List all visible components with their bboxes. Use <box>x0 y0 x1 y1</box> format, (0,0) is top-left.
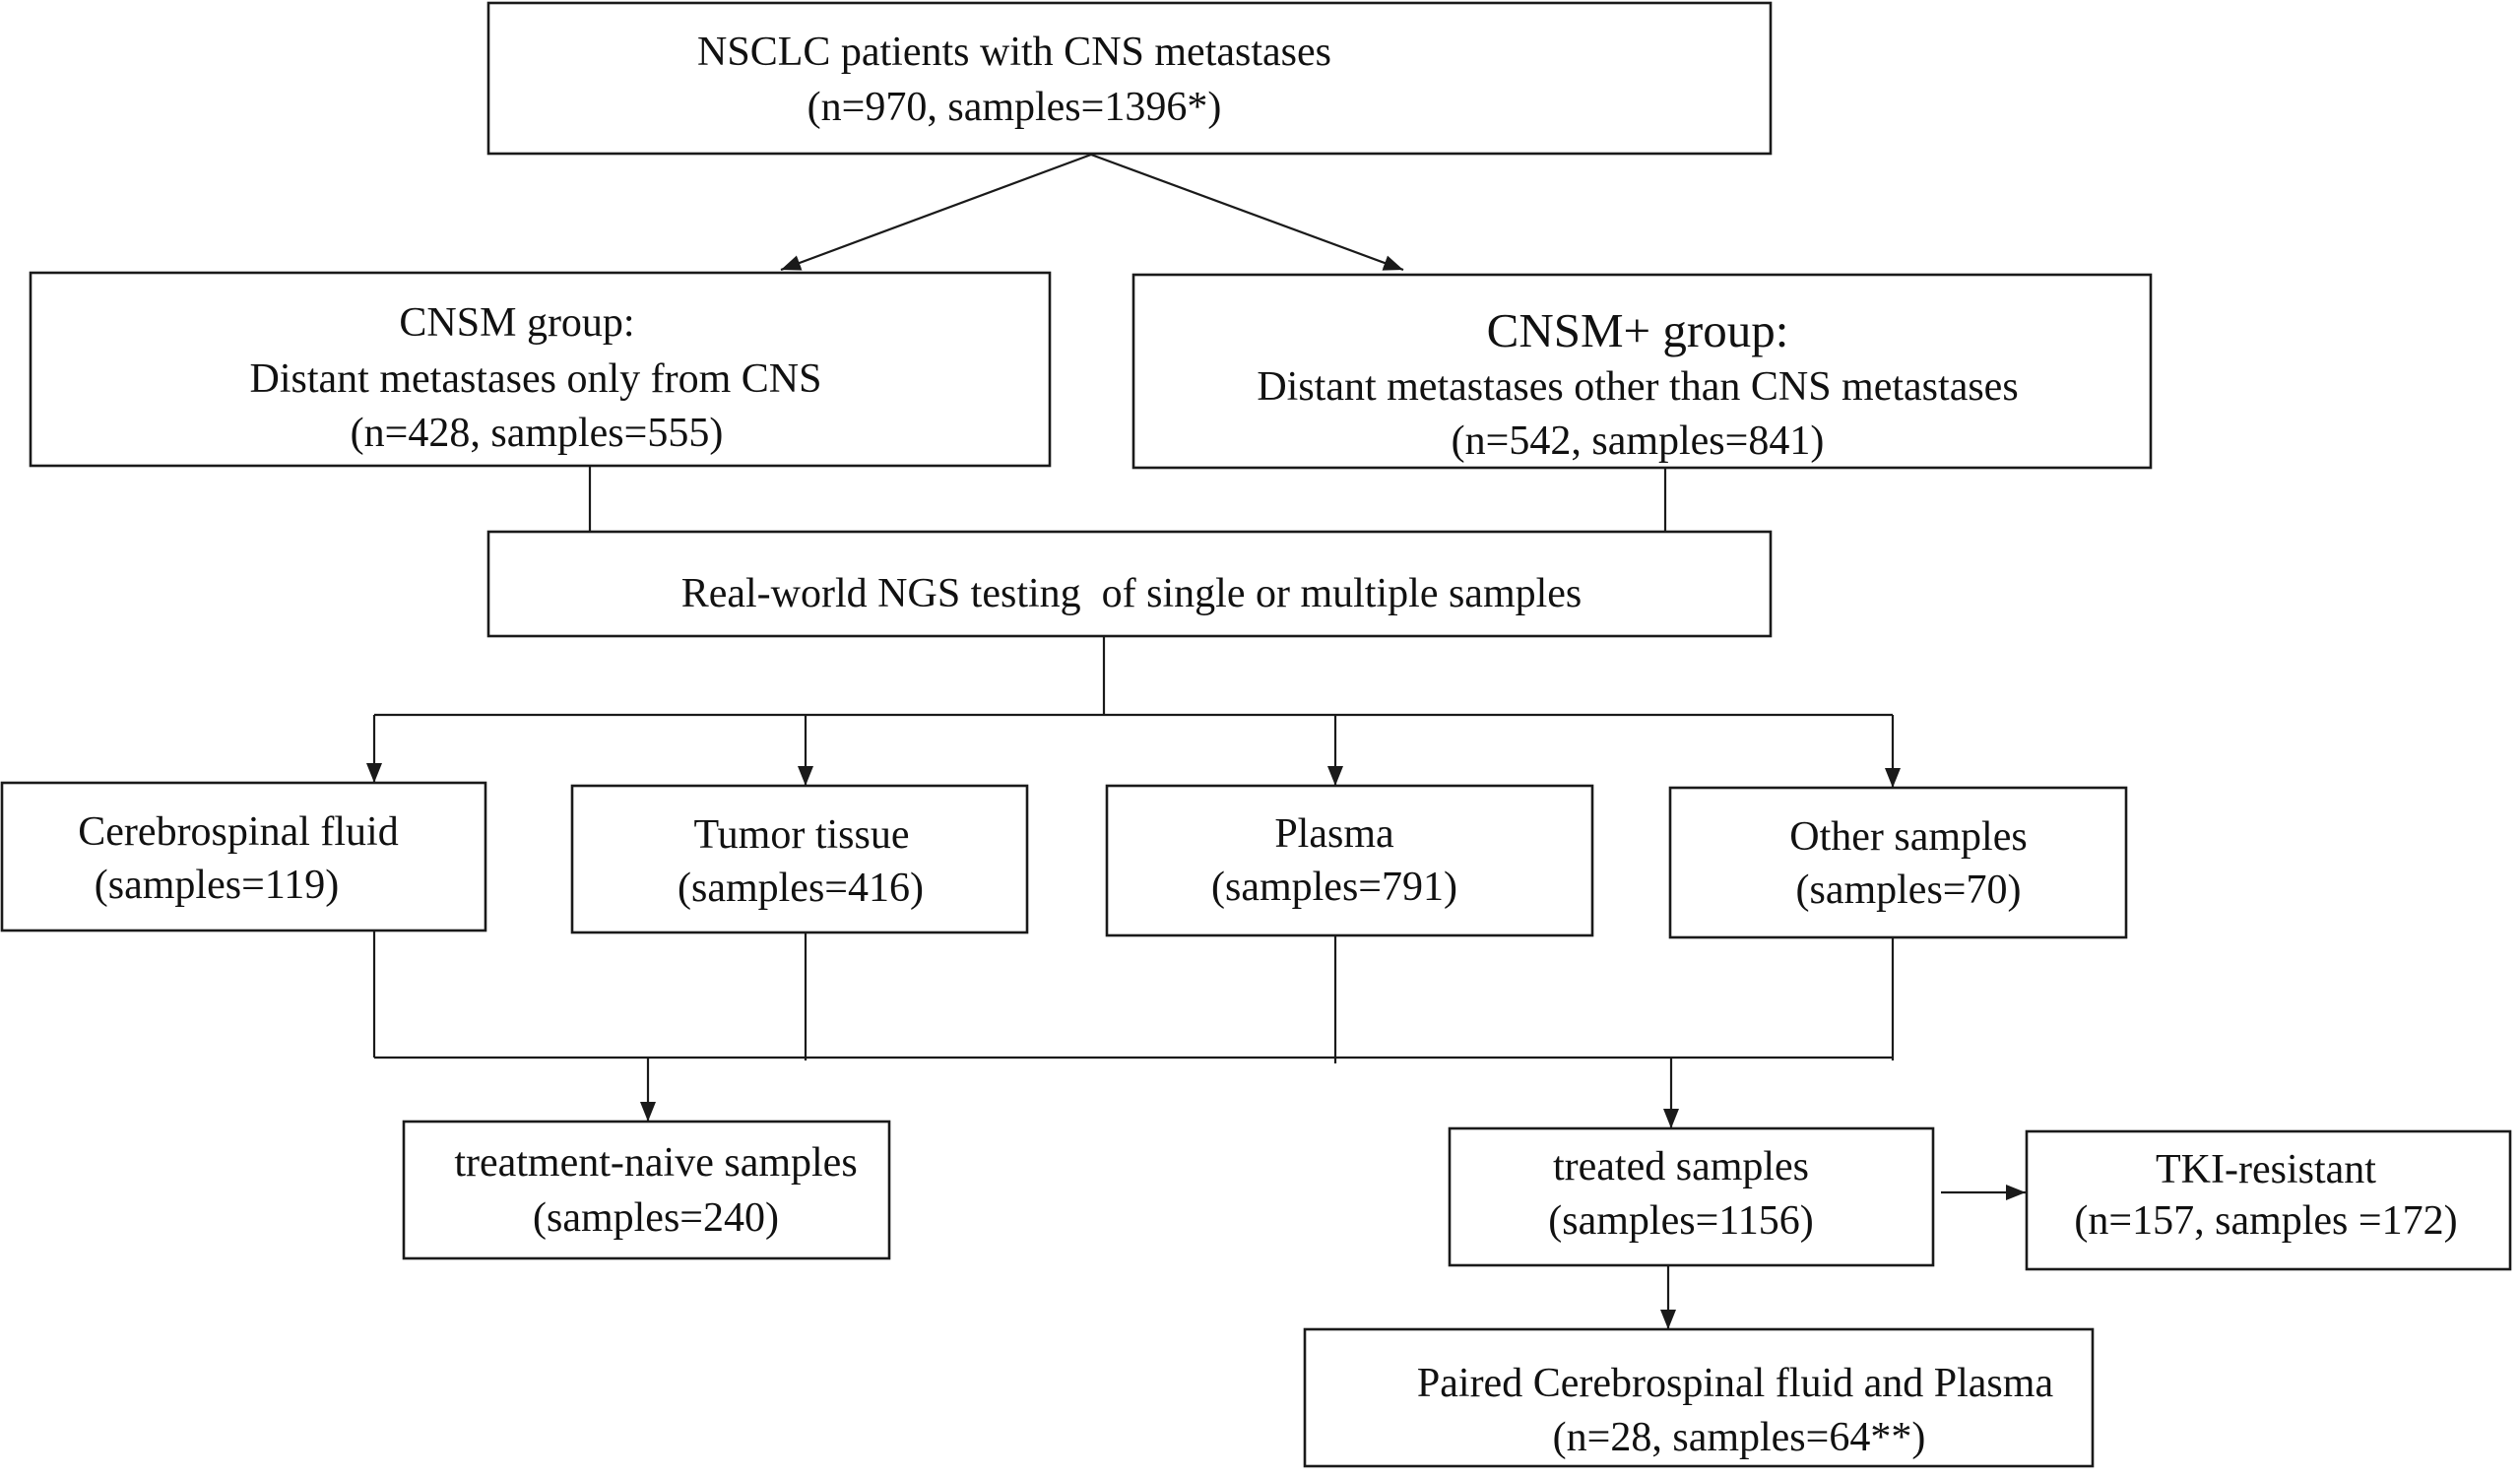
node-detail: (samples=119) <box>95 863 339 908</box>
node-title: TKI-resistant <box>2156 1147 2376 1192</box>
node-cnsm-group: CNSM group: Distant metastases only from… <box>29 271 1052 468</box>
node-description: Distant metastases other than CNS metast… <box>1257 364 2018 410</box>
connectors <box>366 153 2026 1329</box>
node-box <box>486 1 1773 156</box>
node-detail: (samples=416) <box>678 866 924 911</box>
arrow-to-cnsm-group <box>780 153 1092 272</box>
node-detail: (samples=1156) <box>1548 1198 1813 1244</box>
node-detail: (n=970, samples=1396*) <box>808 85 1222 130</box>
node-box <box>2025 1129 2512 1271</box>
node-title: Plasma <box>1274 811 1394 857</box>
node-paired-csf-plasma: Paired Cerebrospinal fluid and Plasma (n… <box>1303 1327 2095 1468</box>
node-title: Cerebrospinal fluid <box>78 809 398 855</box>
node-title: CNSM+ group: <box>1487 303 1789 357</box>
node-box <box>0 781 487 932</box>
node-title: Paired Cerebrospinal fluid and Plasma <box>1417 1361 2054 1406</box>
node-title: Other samples <box>1789 814 2027 860</box>
arrow-to-cnsm-plus-group <box>1090 153 1404 272</box>
node-box <box>29 271 1052 468</box>
node-box <box>1131 273 2153 470</box>
node-treatment-naive: treatment-naive samples (samples=240) <box>402 1120 891 1260</box>
node-description: Distant metastases only from CNS <box>250 356 822 402</box>
node-title: CNSM group: <box>399 300 634 346</box>
node-title: treated samples <box>1553 1144 1809 1189</box>
node-title: Real-world NGS testing of single or mult… <box>681 571 1583 616</box>
node-title: Tumor tissue <box>693 812 909 858</box>
node-box <box>1448 1126 1935 1267</box>
node-detail: (n=542, samples=841) <box>1452 418 1825 464</box>
node-title: treatment-naive samples <box>454 1140 857 1186</box>
node-detail: (samples=791) <box>1211 865 1457 910</box>
node-title: NSCLC patients with CNS metastases <box>697 30 1331 75</box>
node-cnsm-plus-group: CNSM+ group: Distant metastases other th… <box>1131 273 2153 470</box>
node-box <box>1303 1327 2095 1468</box>
node-box <box>1105 784 1594 937</box>
node-cerebrospinal-fluid: Cerebrospinal fluid (samples=119) <box>0 781 487 932</box>
node-other-samples: Other samples (samples=70) <box>1668 786 2128 939</box>
node-detail: (n=428, samples=555) <box>351 411 724 456</box>
node-box <box>570 784 1029 934</box>
node-ngs-testing: Real-world NGS testing of single or mult… <box>486 530 1773 638</box>
node-tki-resistant: TKI-resistant (n=157, samples =172) <box>2025 1129 2512 1271</box>
node-treated: treated samples (samples=1156) <box>1448 1126 1935 1267</box>
node-tumor-tissue: Tumor tissue (samples=416) <box>570 784 1029 934</box>
node-detail: (samples=240) <box>533 1195 779 1241</box>
node-detail: (samples=70) <box>1796 867 2022 913</box>
node-box <box>486 530 1773 638</box>
node-plasma: Plasma (samples=791) <box>1105 784 1594 937</box>
node-box <box>402 1120 891 1260</box>
node-detail: (n=28, samples=64**) <box>1553 1415 1926 1460</box>
node-all-patients: NSCLC patients with CNS metastases (n=97… <box>486 1 1773 156</box>
node-box <box>1668 786 2128 939</box>
node-detail: (n=157, samples =172) <box>2074 1198 2457 1244</box>
